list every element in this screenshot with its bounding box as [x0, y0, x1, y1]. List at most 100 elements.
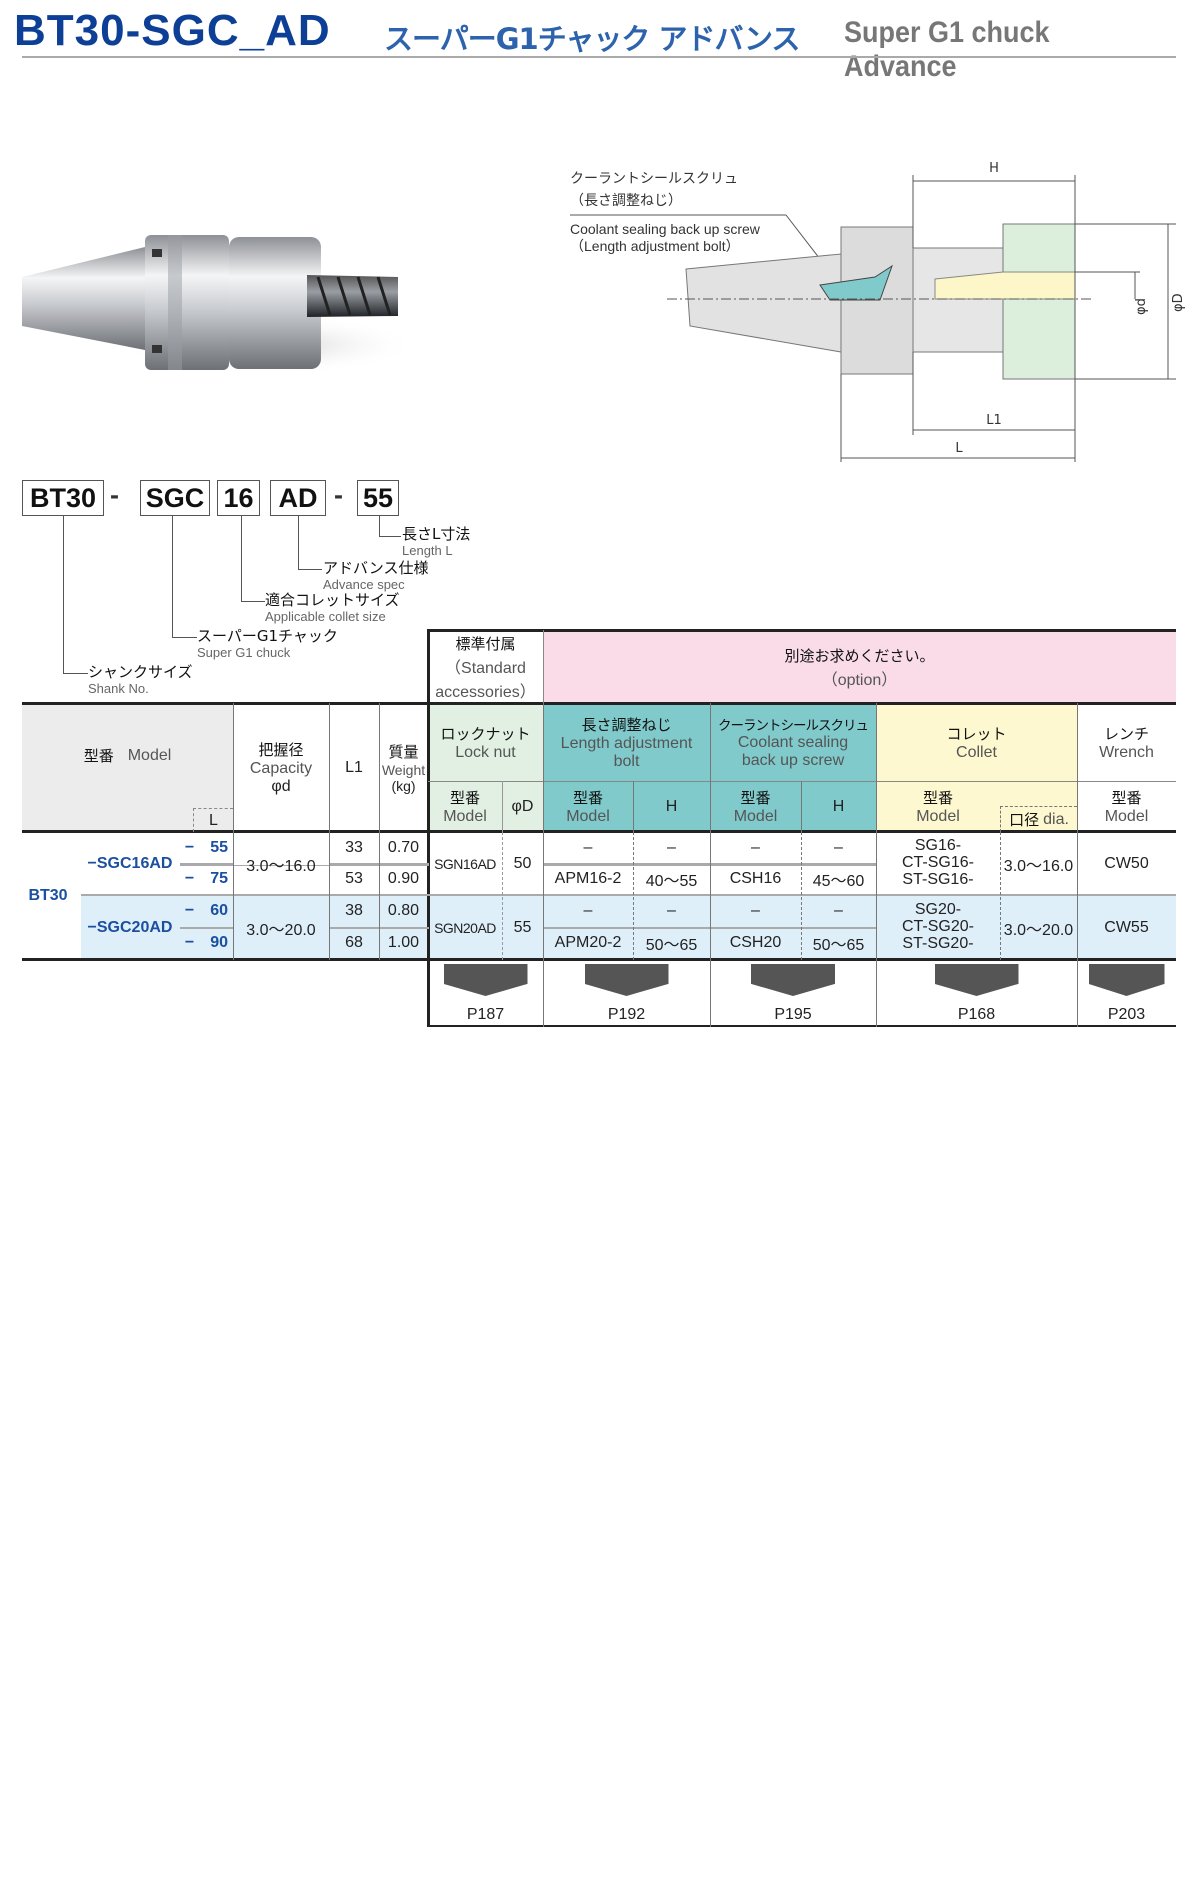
divider — [633, 781, 634, 832]
page-ref-label[interactable]: P187 — [466, 1006, 505, 1023]
arrow-down-icon — [584, 964, 669, 996]
arrow-down-icon — [751, 964, 835, 996]
label-en: Applicable collet size — [265, 608, 386, 624]
divider — [876, 703, 877, 1027]
label-jp: スーパーG1チャック — [197, 627, 338, 645]
length-cell: −90 — [180, 927, 233, 959]
header-jp: 長さ調整ねじ — [581, 715, 672, 734]
header-en: Model — [443, 808, 487, 825]
std-acc-border — [427, 629, 430, 1027]
title-rule — [22, 56, 1176, 58]
L1-cell: 38 — [345, 902, 363, 919]
product-photo — [22, 235, 418, 375]
cross-section-drawing: クーラントシールスクリュ （長さ調整ねじ） Coolant sealing ba… — [570, 161, 1186, 462]
callout-en-1: Coolant sealing back up screw — [570, 221, 761, 237]
L-subheader: L — [193, 808, 233, 832]
header-jp: 標準付属 — [455, 635, 516, 653]
length-value: 55 — [210, 838, 229, 856]
leader-line — [172, 516, 197, 638]
arrow-down-icon — [443, 964, 528, 996]
divider — [502, 781, 503, 832]
capacity-cell: 3.0〜16.0 — [246, 857, 316, 875]
code-separator: - — [334, 480, 343, 510]
header-en: （Standard — [445, 660, 526, 677]
header-bottom-border — [22, 830, 1176, 833]
page-ref-collet[interactable]: P168 — [876, 964, 1077, 1024]
length-value: 60 — [210, 902, 229, 919]
divider-gap — [233, 861, 329, 865]
page-ref-label[interactable]: P195 — [774, 1006, 812, 1023]
collet-model-cell: SG20-CT-SG20-ST-SG20- — [876, 895, 1000, 960]
header-jp: ロックナット — [440, 724, 531, 743]
screw-H-cell: – — [834, 902, 843, 919]
header-jp: 型番 — [449, 789, 480, 807]
bolt-H-header: H — [665, 797, 678, 815]
divider — [633, 832, 634, 960]
bolt-model-cell: – — [583, 838, 593, 856]
leader-line — [241, 516, 265, 602]
header-jp: 型番 — [1111, 789, 1142, 807]
divider — [233, 703, 234, 960]
weight-cell: 0.90 — [387, 870, 420, 887]
page-ref-bolt[interactable]: P192 — [543, 964, 710, 1024]
locknut-model-cell: SGN16AD — [434, 855, 496, 872]
header-en: Model — [1104, 808, 1149, 825]
seal-screw-shape — [819, 264, 893, 301]
header-en: Lock nut — [455, 743, 516, 761]
screw-model-cell: – — [751, 902, 760, 919]
page-ref-wrench[interactable]: P203 — [1077, 964, 1176, 1024]
leader-line — [63, 516, 88, 674]
page-ref-label[interactable]: P168 — [957, 1006, 996, 1023]
screw-header-bg — [543, 703, 876, 832]
body-bottom-border — [22, 958, 1176, 961]
header-en: Model — [916, 808, 960, 825]
label-en: Length L — [402, 542, 453, 558]
screw-H-cell: – — [834, 838, 843, 856]
length-cell: −75 — [180, 863, 233, 895]
collet-model: CT-SG16- — [901, 854, 974, 872]
header-en: Weight — [381, 762, 426, 778]
divider — [801, 781, 802, 832]
header-jp: レンチ — [1103, 724, 1149, 743]
locknut-D-cell: 50 — [513, 854, 532, 872]
L1-header: L1 — [345, 758, 363, 776]
page-ref-screw[interactable]: P195 — [710, 964, 876, 1024]
screw-H-cell: 45〜60 — [812, 873, 865, 890]
option-header-bg — [543, 630, 1176, 703]
weight-cell: 0.70 — [387, 838, 420, 856]
label-en: Advance spec — [323, 576, 405, 592]
leader-line — [298, 516, 322, 570]
divider — [801, 832, 802, 960]
label-jp: シャンクサイズ — [88, 663, 193, 681]
dim-L1: L1 — [986, 413, 1002, 428]
model-header-bg — [22, 703, 233, 832]
length-value: 75 — [210, 870, 229, 887]
divider — [543, 863, 876, 866]
locknut-header-bg — [428, 703, 543, 832]
code-part-advance: AD — [270, 480, 326, 516]
divider — [543, 703, 544, 1027]
weight-cell: 0.80 — [387, 902, 420, 919]
code-part-series: SGC — [140, 480, 210, 516]
header-en: Collet — [956, 743, 997, 761]
page-ref-label[interactable]: P203 — [1107, 1006, 1146, 1023]
bolt-H-cell: – — [667, 902, 676, 919]
page-ref-locknut[interactable]: P187 — [428, 964, 543, 1024]
code-part-length: 55 — [357, 480, 399, 516]
page-ref-label[interactable]: P192 — [607, 1006, 646, 1023]
length-cell: −60 — [180, 895, 233, 927]
product-code-title: BT30-SGC_AD — [14, 6, 331, 55]
callout-en-2: （Length adjustment bolt） — [570, 238, 740, 254]
locknut-model-cell: SGN20AD — [434, 919, 496, 936]
dash: − — [184, 934, 195, 951]
dim-H: H — [989, 161, 999, 176]
